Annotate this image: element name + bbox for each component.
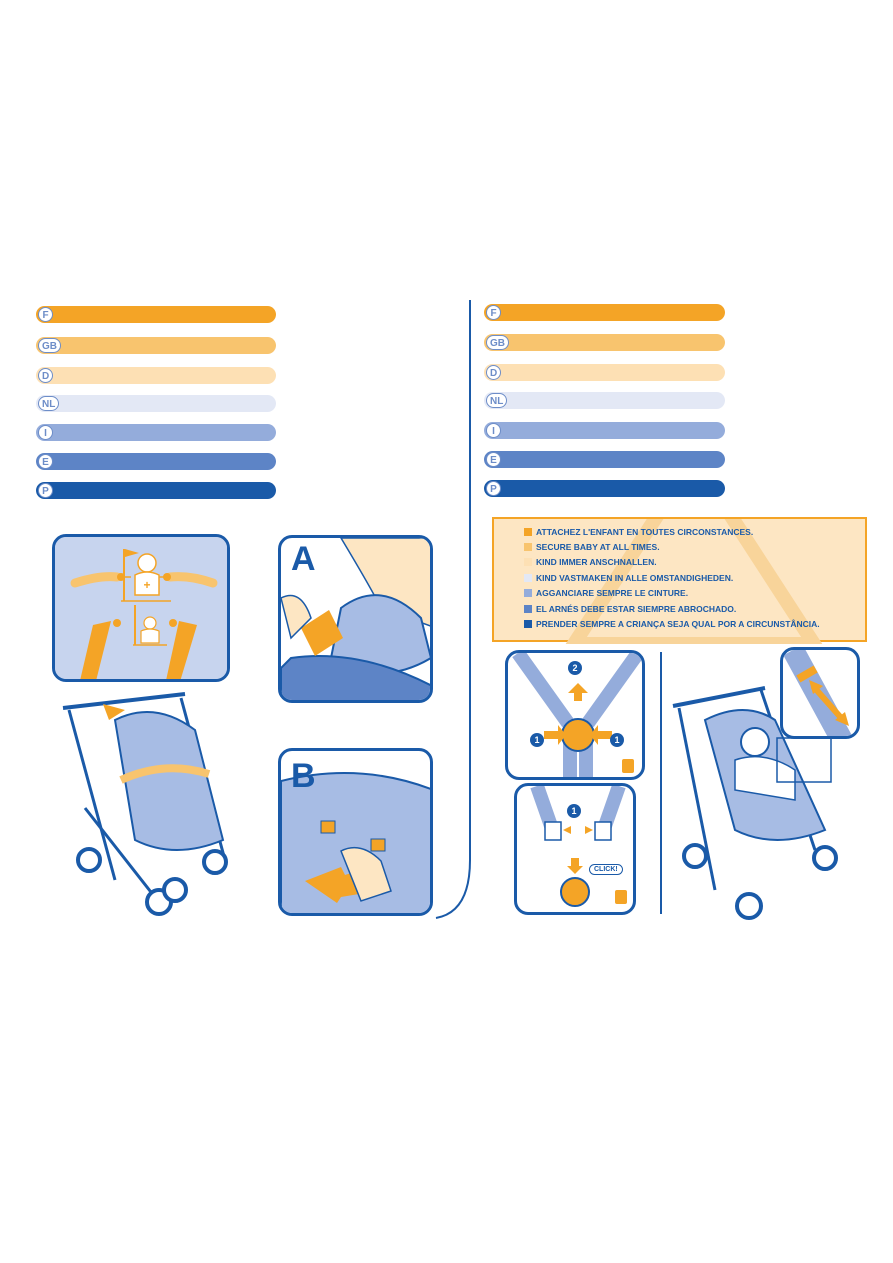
stroller-illustration-left (62, 692, 228, 916)
lang-bar-nl: NL (484, 392, 725, 409)
warning-text: EL ARNÉS DEBE ESTAR SIEMPRE ABROCHADO. (536, 604, 737, 614)
color-key-square (524, 589, 532, 597)
figure-a-illustration (281, 538, 430, 700)
step-1-badge: 1 (530, 733, 544, 747)
lang-code-badge: F (38, 307, 53, 322)
color-key-square (524, 558, 532, 566)
strap-adjust-inset (780, 647, 860, 739)
figure-b-illustration (281, 772, 430, 913)
lang-code-badge: NL (486, 393, 508, 408)
lang-bar-i: I (484, 422, 725, 439)
warning-text: KIND IMMER ANSCHNALLEN. (536, 557, 657, 567)
warning-text: KIND VASTMAKEN IN ALLE OMSTANDIGHEDEN. (536, 573, 734, 583)
warning-line: KIND IMMER ANSCHNALLEN. (524, 557, 657, 567)
color-key-square (524, 574, 532, 582)
figure-b-label: B (291, 757, 316, 795)
lang-bar-i: I (36, 424, 276, 441)
step-1-badge-lock: 1 (567, 804, 581, 818)
warning-text: ATTACHEZ L'ENFANT EN TOUTES CIRCONSTANCE… (536, 527, 754, 537)
figure-b-panel: B (278, 748, 433, 916)
lang-bar-f: F (36, 306, 276, 323)
page-divider (435, 300, 471, 919)
warning-line: AGGANCIARE SEMPRE LE CINTURE. (524, 588, 689, 598)
harness-buckle-illustration (512, 653, 642, 777)
step-2-badge: 2 (568, 661, 582, 675)
figure-a-panel: A (278, 535, 433, 703)
warning-text: SECURE BABY AT ALL TIMES. (536, 542, 660, 552)
step-1-badge-right: 1 (610, 733, 624, 747)
warning-text: AGGANCIARE SEMPRE LE CINTURE. (536, 588, 689, 598)
warning-line: KIND VASTMAKEN IN ALLE OMSTANDIGHEDEN. (524, 573, 734, 583)
color-key-square (524, 620, 532, 628)
color-key-square (524, 543, 532, 551)
lang-bar-p: P (484, 480, 725, 497)
harness-buckle-figure: 1 1 2 (505, 650, 645, 780)
lang-bar-gb: GB (36, 337, 276, 354)
lang-code-badge: NL (38, 396, 60, 411)
lang-code-badge: E (486, 452, 501, 467)
lang-bar-p: P (36, 482, 276, 499)
lang-code-badge: P (486, 481, 501, 496)
lang-code-badge: GB (486, 335, 509, 350)
lang-bar-nl: NL (36, 395, 276, 412)
lang-bar-gb: GB (484, 334, 725, 351)
lang-code-badge: I (38, 425, 53, 440)
buckle-lock-figure: 1 CLICK! (514, 783, 636, 915)
lang-code-badge: GB (38, 338, 61, 353)
click-label: CLICK! (589, 864, 623, 875)
lang-code-badge: E (38, 454, 53, 469)
figure-a-label: A (291, 540, 316, 578)
lang-code-badge: P (38, 483, 53, 498)
color-key-square (524, 605, 532, 613)
harness-height-figure: + (52, 534, 230, 682)
buckle-lock-illustration (530, 786, 627, 907)
safety-warning-box: ATTACHEZ L'ENFANT EN TOUTES CIRCONSTANCE… (492, 517, 867, 644)
strap-adjust-illustration (783, 650, 853, 736)
right-figures-divider (660, 652, 662, 914)
warning-triangle-watermark (565, 519, 823, 644)
lang-code-badge: I (486, 423, 501, 438)
lang-bar-d: D (36, 367, 276, 384)
warning-line: SECURE BABY AT ALL TIMES. (524, 542, 660, 552)
lang-code-badge: D (486, 365, 502, 380)
lang-bar-e: E (36, 453, 276, 470)
svg-text:+: + (143, 578, 150, 592)
lang-bar-e: E (484, 451, 725, 468)
warning-line: EL ARNÉS DEBE ESTAR SIEMPRE ABROCHADO. (524, 604, 737, 614)
lang-code-badge: F (486, 305, 501, 320)
stroller-illustration-right (672, 686, 838, 920)
warning-line: PRENDER SEMPRE A CRIANÇA SEJA QUAL POR A… (524, 619, 820, 629)
lang-bar-f: F (484, 304, 725, 321)
color-key-square (524, 528, 532, 536)
warning-text: PRENDER SEMPRE A CRIANÇA SEJA QUAL POR A… (536, 619, 820, 629)
lang-bar-d: D (484, 364, 725, 381)
harness-height-illustration: + (55, 537, 227, 679)
lang-code-badge: D (38, 368, 54, 383)
warning-line: ATTACHEZ L'ENFANT EN TOUTES CIRCONSTANCE… (524, 527, 754, 537)
